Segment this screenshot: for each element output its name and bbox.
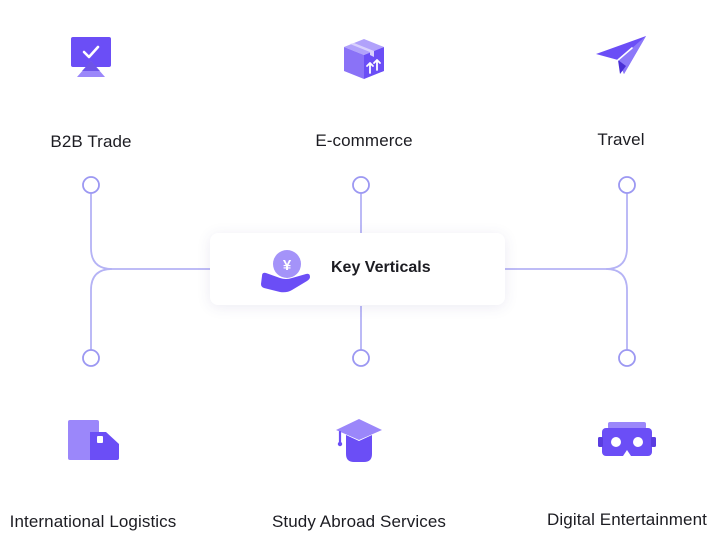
graduation-cap-icon — [336, 419, 382, 462]
vertical-label: Study Abroad Services — [271, 512, 447, 531]
svg-text:¥: ¥ — [283, 257, 292, 274]
connector-logistics — [90, 268, 113, 350]
paper-plane-icon — [596, 36, 646, 74]
connector-dot — [618, 176, 636, 194]
vertical-label: Digital Entertainment — [547, 510, 707, 529]
package-box-icon — [344, 39, 384, 79]
shipping-document-icon — [68, 420, 119, 460]
monitor-check-icon — [71, 37, 111, 77]
key-verticals-card: ¥ Key Verticals — [210, 233, 505, 305]
connector-dot — [352, 176, 370, 194]
vr-headset-icon — [598, 422, 656, 456]
connector-dot — [618, 349, 636, 367]
vertical-label: E-commerce — [315, 131, 413, 150]
vertical-label: Travel — [597, 130, 645, 149]
connector-entertainment — [605, 268, 628, 350]
center-label: Key Verticals — [331, 259, 431, 276]
vertical-label: International Logistics — [9, 512, 177, 531]
connector-dot — [82, 349, 100, 367]
connector-dot — [82, 176, 100, 194]
vertical-label: B2B Trade — [50, 132, 132, 151]
coin-in-hand-icon: ¥ — [261, 250, 310, 293]
connector-b2b — [90, 193, 212, 270]
connector-travel — [505, 193, 628, 270]
connector-dot — [352, 349, 370, 367]
